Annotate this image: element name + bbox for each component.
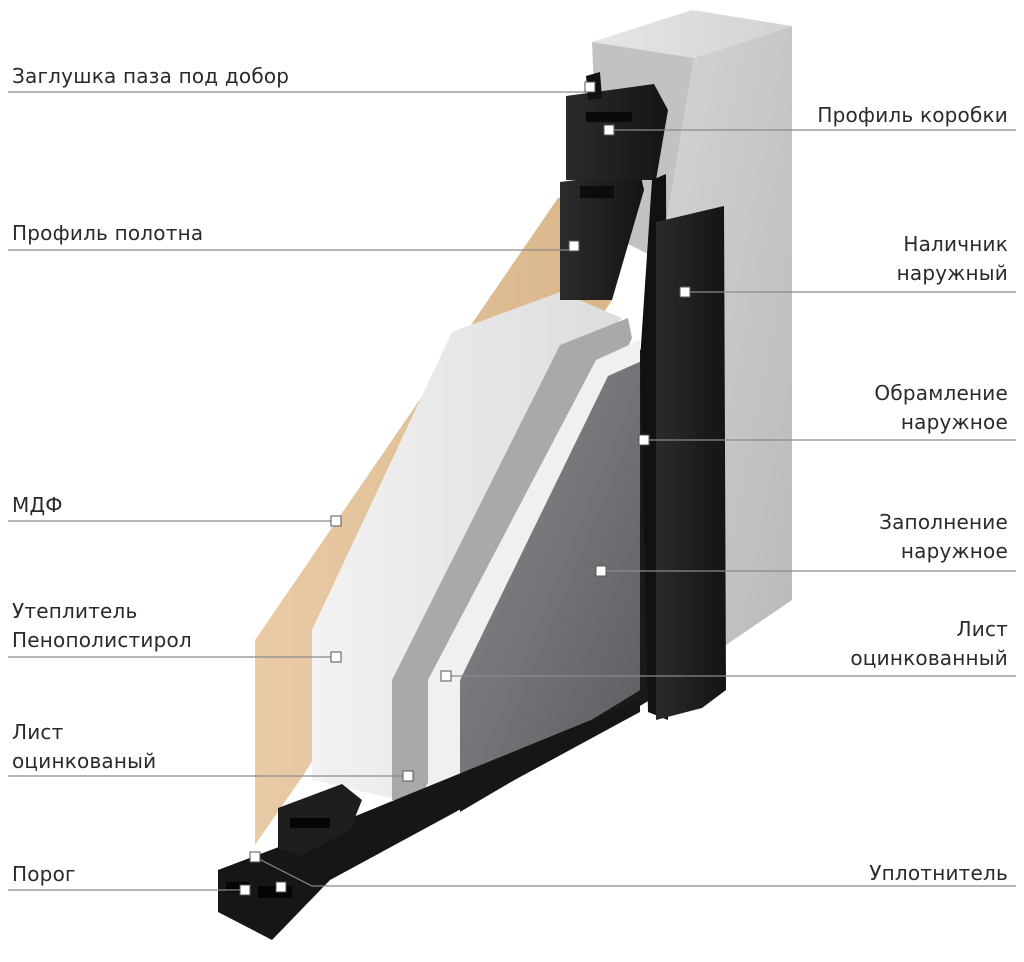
label-porog: Порог (12, 860, 76, 889)
label-list-left-line2: оцинкованый (12, 749, 157, 773)
outer-filling-panel (460, 360, 644, 800)
door-leaf-profile-slot (580, 186, 614, 198)
label-obramlenie-line2: наружное (900, 410, 1008, 434)
outer-casing (656, 206, 726, 720)
label-list-left-line1: Лист (12, 720, 64, 744)
label-nalichnik-line2: наружный (896, 261, 1008, 285)
threshold-slot-3 (290, 818, 330, 828)
label-zapolnenie-line2: наружное (900, 539, 1008, 563)
threshold-slot-1 (226, 882, 250, 892)
door-leaf-profile (560, 172, 644, 300)
leader-uplotnitel (254, 856, 1016, 887)
label-obramlenie: Обрамление наружное (874, 379, 1008, 437)
label-zapolnenie: Заполнение наружное (879, 508, 1008, 566)
label-uplotnitel-text: Уплотнитель (869, 861, 1008, 885)
frame-profile (566, 84, 668, 180)
label-profile-polotna: Профиль полотна (12, 219, 203, 248)
label-uteplitel-line2: Пенополистирол (12, 628, 192, 652)
threshold-body (218, 700, 640, 940)
marker-list-left (402, 770, 414, 782)
label-profile-polotna-text: Профиль полотна (12, 221, 204, 245)
marker-zapolnenie (595, 565, 607, 577)
label-profile-korobki-text: Профиль коробки (817, 103, 1008, 127)
marker-nalichnik (679, 286, 691, 298)
marker-profile-korobki (603, 124, 615, 136)
label-uteplitel: Утеплитель Пенополистирол (12, 597, 192, 655)
marker-list-right (440, 670, 452, 682)
label-uteplitel-line1: Утеплитель (12, 599, 138, 623)
label-nalichnik-line1: Наличник (903, 232, 1008, 256)
marker-uteplitel (330, 651, 342, 663)
label-nalichnik: Наличник наружный (897, 230, 1008, 288)
label-list-left: Лист оцинкованый (12, 718, 156, 776)
label-zaglushka: Заглушка паза под добор (12, 62, 289, 91)
concrete-wall-top (592, 10, 792, 58)
threshold (218, 700, 640, 940)
frame-profile-slot (586, 112, 632, 122)
marker-uplotnitel (249, 851, 261, 863)
marker-uplotnitel-2 (275, 881, 287, 893)
label-profile-korobki: Профиль коробки (817, 101, 1008, 130)
marker-profile-polotna (568, 240, 580, 252)
marker-porog (239, 884, 251, 896)
markers (239, 81, 691, 896)
label-mdf: МДФ (12, 491, 63, 520)
label-mdf-text: МДФ (12, 493, 63, 517)
label-uplotnitel: Уплотнитель (869, 859, 1008, 888)
label-list-right-line2: оцинкованный (850, 646, 1008, 670)
marker-mdf (330, 515, 342, 527)
threshold-slot-2 (258, 886, 292, 898)
marker-obramlenie (638, 434, 650, 446)
label-porog-text: Порог (12, 862, 76, 886)
label-obramlenie-line1: Обрамление (874, 381, 1008, 405)
label-zaglushka-text: Заглушка паза под добор (12, 64, 290, 88)
label-zapolnenie-line1: Заполнение (879, 510, 1008, 534)
label-list-right: Лист оцинкованный (850, 615, 1008, 673)
label-list-right-line1: Лист (956, 617, 1008, 641)
marker-zaglushka (584, 81, 596, 93)
